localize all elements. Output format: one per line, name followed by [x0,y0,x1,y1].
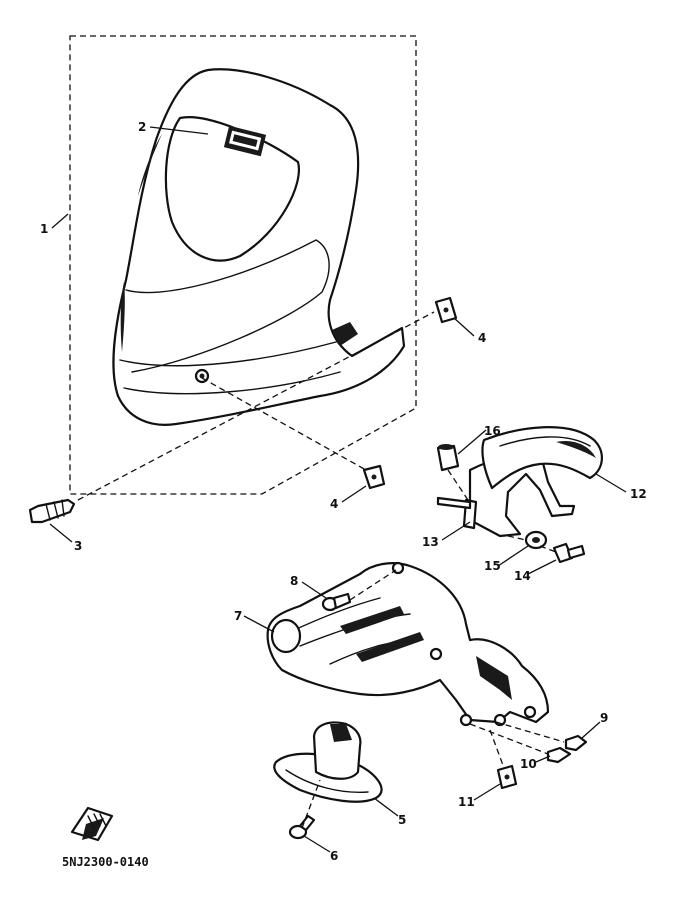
bolt-part-14 [552,542,586,564]
callout-11: 11 [458,795,475,809]
callout-3: 3 [74,539,82,553]
assembly-line [539,545,557,553]
screw-part-6 [288,814,316,840]
front-direction-arrow-icon [70,806,114,842]
screw-part-9 [564,734,588,752]
boot-part-5 [273,721,383,803]
assembly-line [489,729,505,769]
drawing-code: 5NJ2300-0140 [62,855,149,869]
callout-5: 5 [398,813,406,827]
callout-16: 16 [484,424,501,438]
callout-8: 8 [290,574,298,588]
assembly-line [301,779,321,829]
screw-part-10 [546,746,572,764]
cover-part-12 [481,426,603,490]
grommet-part-16 [436,444,460,472]
assembly-line [349,569,397,601]
callout-9: 9 [600,711,608,725]
nut-part-4-upper [434,296,458,324]
callout-2: 2 [138,120,146,134]
assembly-boundary [69,35,417,495]
screw-part-8 [321,592,352,612]
callout-10: 10 [520,757,537,771]
assembly-line [77,311,435,501]
callout-4-lower: 4 [330,497,338,511]
front-cover [112,68,406,426]
callout-6: 6 [330,849,338,863]
callout-7: 7 [234,609,242,623]
callout-4-upper: 4 [478,331,486,345]
assembly-line [495,721,565,743]
nut-part-4-lower [362,464,386,490]
callout-15: 15 [484,559,501,573]
screw-part-3 [28,498,76,524]
callout-12: 12 [630,487,647,501]
assembly-line [447,469,469,501]
nut-part-11 [496,764,518,790]
assembly-line [201,377,367,471]
assembly-line [507,535,527,541]
collar-part-15 [524,530,548,550]
assembly-line [469,723,549,755]
callout-14: 14 [514,569,531,583]
callout-1: 1 [40,222,48,236]
callout-13: 13 [422,535,439,549]
